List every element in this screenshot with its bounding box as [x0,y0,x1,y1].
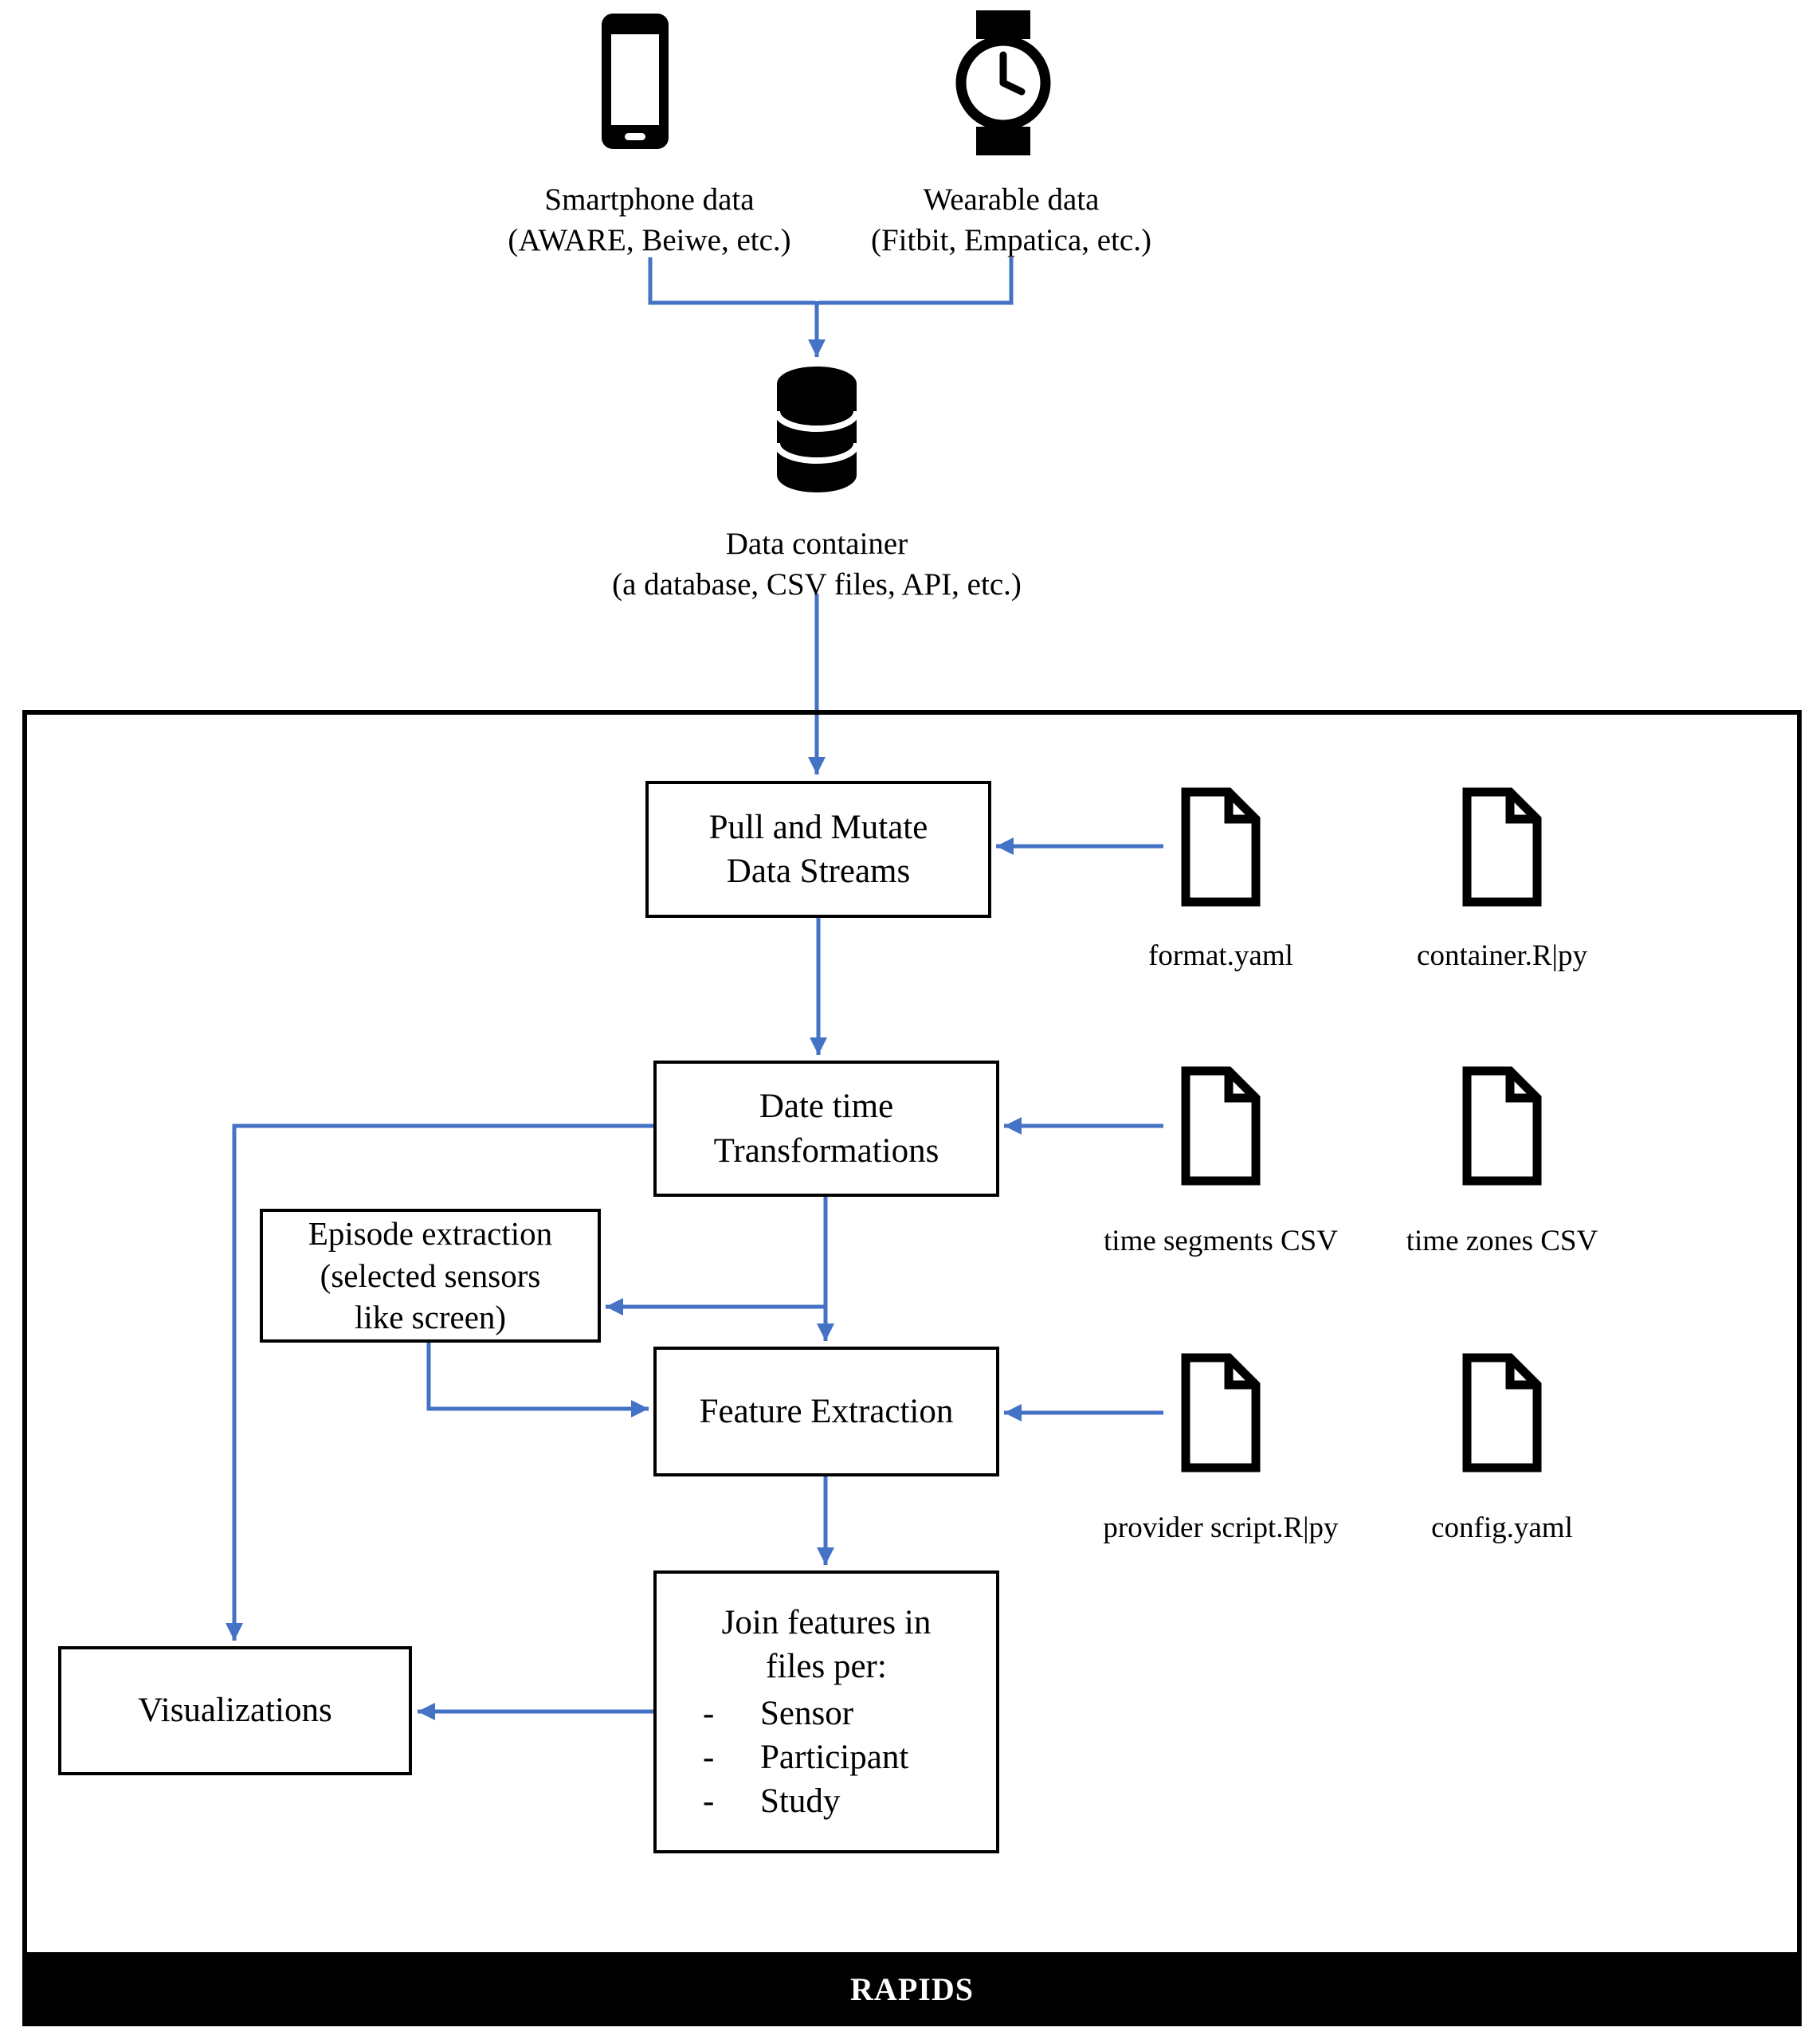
join-line1: Join features in [721,1603,932,1641]
smartphone-caption: Smartphone data (AWARE, Beiwe, etc.) [426,180,873,261]
data-container-caption-line2: (a database, CSV files, API, etc.) [612,567,1022,602]
rapids-title: RAPIDS [850,1971,974,2007]
feature-extraction-label: Feature Extraction [699,1392,954,1430]
provider-script-label: provider script.R|py [1103,1512,1339,1544]
config-yaml-label: config.yaml [1431,1512,1573,1544]
join-item-label: Study [760,1782,841,1821]
join-item-participant: - Participant [703,1735,908,1779]
join-item-label: Participant [760,1739,909,1777]
pull-mutate-line1: Pull and Mutate [708,808,928,846]
connector-wearable-merge [818,257,1014,305]
rapids-footer-bar: RAPIDS [22,1952,1802,2026]
container-rpy-label: container.R|py [1417,939,1587,972]
visualizations-label: Visualizations [138,1692,332,1730]
feature-extraction-node: Feature Extraction [653,1347,999,1476]
join-line2: files per: [766,1647,887,1685]
join-item-dash: - [703,1739,715,1777]
join-features-node: Join features in files per: - Sensor - P… [653,1570,999,1853]
format-yaml-doc-icon [1176,787,1265,907]
episode-extraction-node: Episode extraction (selected sensors lik… [260,1209,601,1343]
episode-line1: Episode extraction [308,1215,553,1253]
time-segments-label: time segments CSV [1104,1225,1338,1257]
datetime-line1: Date time [759,1088,894,1126]
join-item-sensor: - Sensor [703,1692,908,1735]
join-item-dash: - [703,1694,715,1732]
format-yaml-label: format.yaml [1148,939,1293,972]
smartphone-caption-line2: (AWARE, Beiwe, etc.) [508,222,791,257]
join-items-list: - Sensor - Participant - Study [657,1692,908,1823]
time-segments-doc-icon [1176,1066,1265,1186]
time-zones-doc-icon [1457,1066,1547,1186]
data-container-caption: Data container (a database, CSV files, A… [562,524,1072,605]
database-icon [770,365,864,494]
smartwatch-icon [945,10,1061,155]
join-item-label: Sensor [760,1694,854,1732]
join-item-study: - Study [703,1779,908,1823]
provider-script-doc-icon [1176,1353,1265,1472]
wearable-caption-line1: Wearable data [923,182,1100,217]
episode-line3: like screen) [354,1299,507,1336]
visualizations-node: Visualizations [58,1646,412,1775]
datetime-node: Date time Transformations [653,1061,999,1197]
time-zones-label: time zones CSV [1406,1225,1598,1257]
join-item-dash: - [703,1782,715,1821]
smartphone-caption-line1: Smartphone data [544,182,755,217]
smartphone-icon [595,10,675,152]
data-container-caption-line1: Data container [725,527,908,561]
wearable-caption: Wearable data (Fitbit, Empatica, etc.) [788,180,1234,261]
pull-mutate-line2: Data Streams [726,853,911,890]
episode-line2: (selected sensors [320,1257,541,1294]
config-yaml-doc-icon [1457,1353,1547,1472]
connector-smartphone-merge [648,257,815,305]
wearable-caption-line2: (Fitbit, Empatica, etc.) [871,222,1151,257]
pull-mutate-node: Pull and Mutate Data Streams [645,781,991,918]
container-rpy-doc-icon [1457,787,1547,907]
datetime-line2: Transformations [713,1131,939,1170]
